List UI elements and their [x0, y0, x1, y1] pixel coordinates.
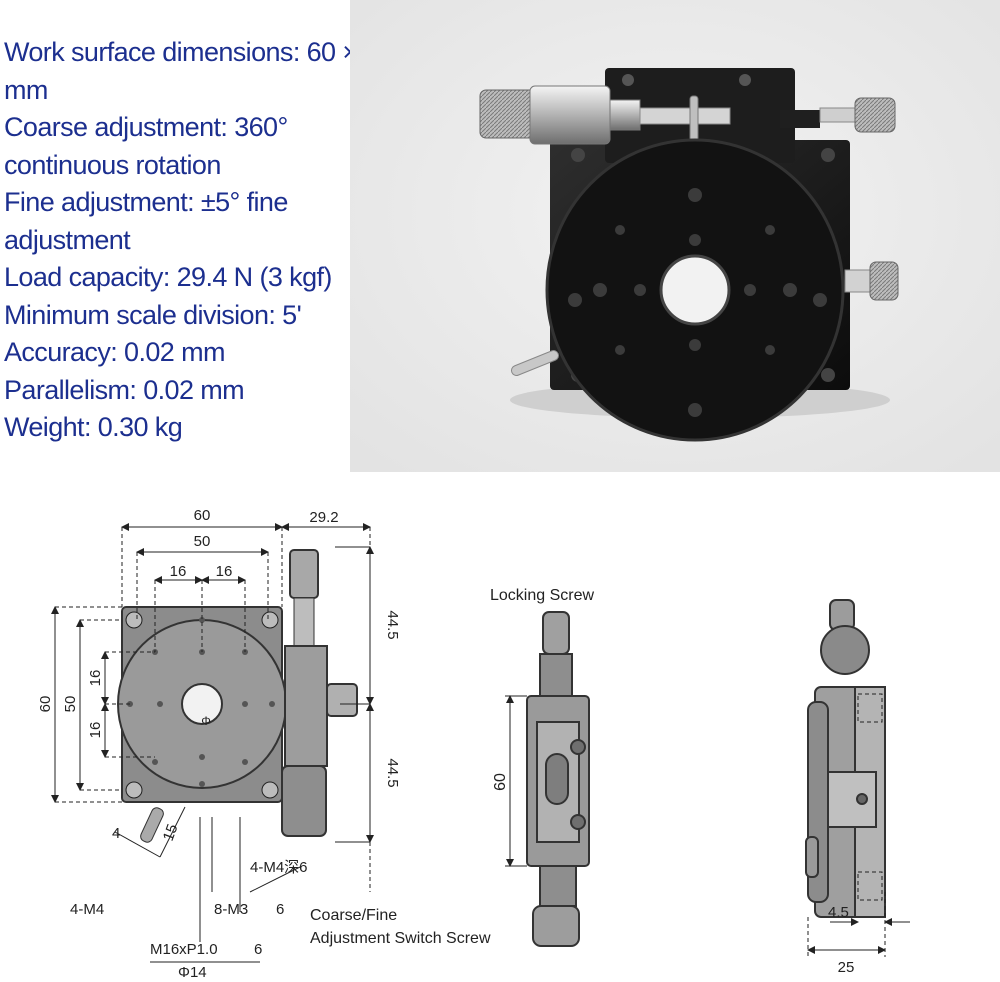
dim-16-lower: 16 [87, 722, 104, 739]
dim-4: 4 [112, 825, 120, 842]
side-dim-60: 60 [492, 773, 509, 791]
spec-accuracy: Accuracy: 0.02 mm [4, 337, 225, 367]
note-m16: M16xP1.0 [150, 941, 218, 958]
label-locking-screw: Locking Screw [490, 587, 594, 604]
spec-fine-adjustment: Fine adjustment: ±5° fine adjustment [4, 187, 288, 255]
spec-coarse-adjustment: Coarse adjustment: 360° continuous rotat… [4, 112, 288, 180]
dim-15: 15 [160, 822, 182, 843]
side-view [526, 611, 590, 947]
top-view [51, 523, 374, 963]
note-phi14: Φ14 [178, 964, 207, 981]
dim-29-2: 29.2 [309, 509, 338, 526]
product-photo [350, 0, 1000, 472]
spec-weight: Weight: 0.30 kg [4, 412, 183, 442]
dim-50-left: 50 [62, 696, 79, 713]
label-switch-screw-line1: Coarse/Fine [310, 907, 397, 924]
spec-list: Work surface dimensions: 60 × 60 mm Coar… [4, 34, 404, 447]
end-view [805, 599, 886, 918]
end-dim-4-5: 4.5 [828, 904, 849, 921]
dim-60-left: 60 [37, 696, 54, 713]
dim-16-upper: 16 [87, 670, 104, 687]
spec-surface-dimensions: Work surface dimensions: 60 × 60 mm [4, 37, 394, 105]
end-dim-25: 25 [838, 959, 855, 976]
dim-16-right: 16 [216, 563, 233, 580]
dim-44-5-lower: 44.5 [384, 758, 401, 787]
dim-44-5-upper: 44.5 [384, 610, 401, 639]
spec-load-capacity: Load capacity: 29.4 N (3 kgf) [4, 262, 332, 292]
dim-60-top: 60 [194, 507, 211, 524]
technical-drawing: 60 50 16 16 29.2 60 50 16 16 44.5 44.5 4… [37, 507, 910, 981]
label-switch-screw-line2: Adjustment Switch Screw [310, 930, 491, 947]
note-8m3-depth: 6 [276, 901, 284, 918]
dim-16-left: 16 [170, 563, 187, 580]
spec-parallelism: Parallelism: 0.02 mm [4, 374, 245, 405]
note-4m4: 4-M4 [70, 901, 104, 918]
center-hole-mark: Φ [201, 714, 211, 728]
spec-min-scale-division: Minimum scale division: 5' [4, 299, 302, 330]
note-4m4-depth: 4-M4深6 [250, 859, 308, 876]
note-m16-depth: 6 [254, 941, 262, 958]
note-8m3: 8-M3 [214, 901, 248, 918]
dim-50-top: 50 [194, 533, 211, 550]
